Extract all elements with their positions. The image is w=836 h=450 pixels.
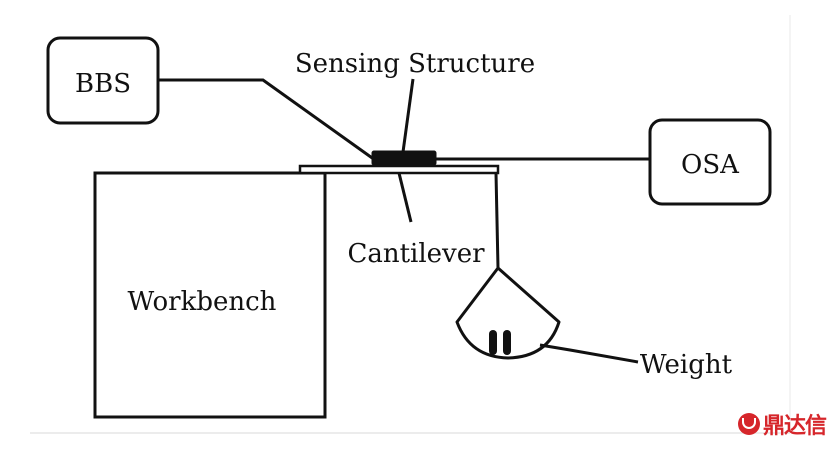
weight-slot-left bbox=[489, 330, 497, 355]
weight-label: Weight bbox=[640, 350, 733, 380]
watermark-text: 鼎达信 bbox=[762, 414, 827, 439]
osa-box bbox=[648, 118, 772, 206]
weight-string bbox=[494, 172, 500, 269]
bbs-label: BBS bbox=[75, 69, 131, 99]
osa-label: OSA bbox=[681, 150, 740, 180]
workbench-box bbox=[93, 171, 327, 419]
workbench-label: Workbench bbox=[128, 287, 277, 317]
sensing-structure-leader bbox=[401, 78, 415, 153]
cantilever-label: Cantilever bbox=[347, 239, 485, 269]
cantilever-beam bbox=[298, 164, 500, 175]
sensing-structure-label: Sensing Structure bbox=[295, 49, 535, 79]
weight-slot-right bbox=[503, 330, 511, 355]
fiber-bbs bbox=[158, 78, 376, 162]
watermark: 鼎达信 bbox=[737, 408, 827, 440]
weight-leader bbox=[539, 343, 639, 364]
cantilever-leader bbox=[397, 172, 413, 223]
sensing-structure-block bbox=[371, 150, 437, 166]
weight-body bbox=[455, 266, 561, 360]
watermark-logo-icon bbox=[737, 413, 760, 435]
